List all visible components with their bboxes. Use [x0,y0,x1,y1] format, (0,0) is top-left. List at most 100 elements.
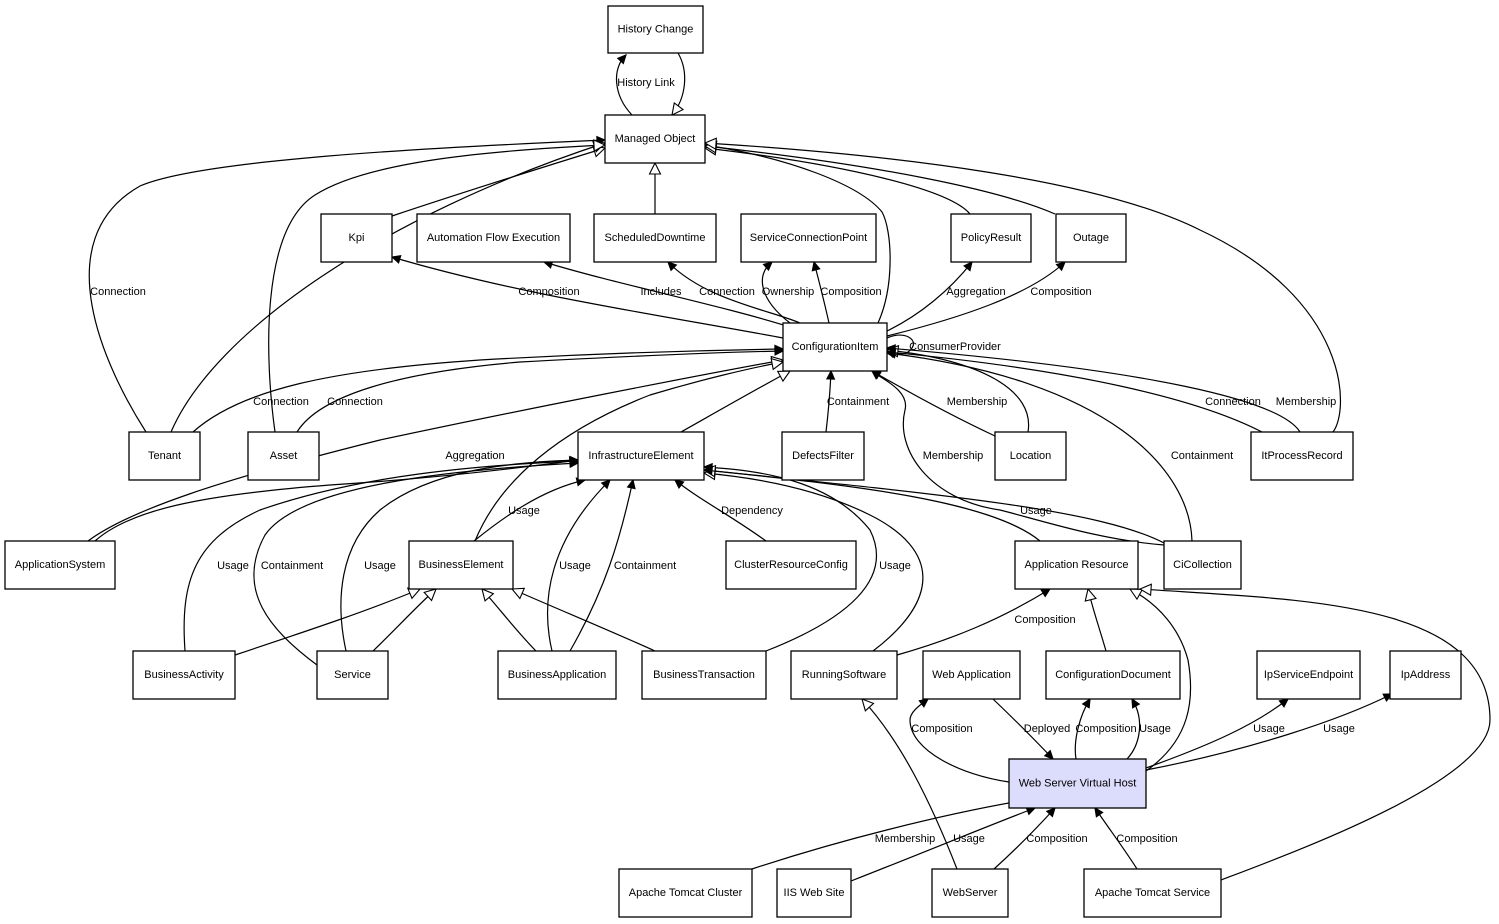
node-label: Outage [1073,232,1109,244]
node-box [604,114,706,164]
arrowhead [762,261,773,272]
inheritance-arrowhead [671,101,685,116]
node-managed-object[interactable]: Managed Object [604,114,706,164]
node-apache-tomcat-cluster[interactable]: Apache Tomcat Cluster [618,868,753,918]
node-label: Asset [270,450,298,462]
inheritance-arrowhead [1128,588,1144,601]
edge-line [886,261,1066,337]
node-box [950,213,1032,263]
node-infrastructure-element[interactable]: InfrastructureElement [577,431,705,481]
node-scheduled-downtime[interactable]: ScheduledDowntime [593,213,717,263]
edge-line [1129,588,1192,772]
node-web-server-virtual-host[interactable]: Web Server Virtual Host [1008,758,1147,809]
node-kpi[interactable]: Kpi [320,213,393,263]
node-ci-collection[interactable]: CiCollection [1163,540,1242,590]
node-defects-filter[interactable]: DefectsFilter [781,431,865,481]
arrowhead [811,260,821,272]
edge-label: Composition [911,723,972,735]
node-business-element[interactable]: BusinessElement [408,540,514,590]
edge-configuration-item-to-service-connection-point: Composition [811,260,882,324]
node-label: RunningSoftware [802,669,886,681]
edge-defects-filter-to-configuration-item: Containment [825,369,889,433]
node-configuration-item[interactable]: ConfigurationItem [782,322,888,372]
node-asset[interactable]: Asset [247,431,320,481]
node-application-resource[interactable]: Application Resource [1014,540,1139,590]
edge-managed-object-to-history-change: History Link [615,54,675,116]
node-configuration-document[interactable]: ConfigurationDocument [1045,650,1181,700]
edge-line [192,348,784,433]
edge-ci-collection-to-configuration-item: Membership [870,370,1165,546]
edge-business-transaction-to-business-element [510,587,656,652]
arrowhead [1278,698,1290,708]
node-label: History Change [618,24,694,36]
node-iis-web-site[interactable]: IIS Web Site [776,868,852,918]
edge-label: Membership [875,833,936,845]
node-running-software[interactable]: RunningSoftware [790,650,898,700]
node-box [931,868,1009,918]
arrowhead [885,344,896,354]
edge-running-software-to-application-resource: Composition [896,588,1076,656]
edge-line [88,139,606,433]
edge-line [473,479,586,542]
node-automation-flow[interactable]: Automation Flow Execution [416,213,571,263]
node-label: Apache Tomcat Service [1095,887,1210,899]
edge-line [340,459,579,652]
edge-line [896,588,1051,656]
edge-line [170,142,606,433]
node-label: ScheduledDowntime [605,232,706,244]
node-tenant[interactable]: Tenant [128,431,201,481]
edge-business-element-to-infrastructure-element: Usage [473,477,587,542]
node-outage[interactable]: Outage [1055,213,1127,263]
edge-web-server-virtual-host-to-configuration-document: Usage [1126,697,1171,760]
node-web-server[interactable]: WebServer [931,868,1009,918]
node-service-connection-point[interactable]: ServiceConnectionPoint [740,213,877,263]
edge-web-server-to-running-software [861,698,958,870]
node-location[interactable]: Location [994,431,1067,481]
edge-it-process-record-to-managed-object [703,137,1341,433]
node-label: Tenant [148,450,181,462]
node-box [320,213,393,263]
arrowhead [774,346,785,356]
edge-apache-tomcat-service-to-application-resource [1138,583,1491,881]
edge-line [391,256,784,339]
node-apache-tomcat-service[interactable]: Apache Tomcat Service [1083,868,1222,918]
edge-label: Composition [1026,833,1087,845]
node-business-activity[interactable]: BusinessActivity [132,650,236,700]
node-label: WebServer [943,887,998,899]
inheritance-arrowhead [703,137,717,151]
edge-web-application-to-web-server-virtual-host: Deployed [992,698,1070,760]
edge-scheduled-downtime-to-managed-object [648,161,662,214]
node-ip-service-endpoint[interactable]: IpServiceEndpoint [1256,650,1361,700]
edge-line [268,144,606,433]
node-cluster-resource-config[interactable]: ClusterResourceConfig [725,540,857,590]
edge-infrastructure-element-to-configuration-item [680,370,792,433]
edge-label: Ownership [762,286,815,298]
node-it-process-record[interactable]: ItProcessRecord [1250,431,1354,481]
edge-web-server-virtual-host-to-ip-service-endpoint: Usage [1145,698,1290,769]
node-service[interactable]: Service [316,650,389,700]
edge-business-activity-to-infrastructure-element: Usage [183,456,580,652]
edge-label: Composition [1116,833,1177,845]
inheritance-arrowhead [510,587,526,600]
node-business-application[interactable]: BusinessApplication [497,650,617,700]
edge-label: Containment [614,560,676,572]
edge-line [481,588,537,652]
node-box [1045,650,1181,700]
edge-label: Connection [327,396,383,408]
edge-configuration-item-to-service-connection-point: Ownership [762,261,815,324]
arrowhead [616,54,627,65]
edge-it-process-record-to-configuration-item: Connection [885,348,1263,433]
arrowhead [963,260,973,272]
node-ip-address[interactable]: IpAddress [1389,650,1462,700]
node-web-application[interactable]: Web Application [922,650,1021,700]
edge-business-application-to-infrastructure-element: Containment [569,478,676,652]
node-box [593,213,717,263]
node-box [782,322,888,372]
node-history-change[interactable]: History Change [607,5,704,54]
node-application-system[interactable]: ApplicationSystem [4,540,116,590]
node-policy-result[interactable]: PolicyResult [950,213,1032,263]
edge-label: Containment [827,396,889,408]
node-business-transaction[interactable]: BusinessTransaction [641,650,767,700]
node-label: Service [334,669,371,681]
